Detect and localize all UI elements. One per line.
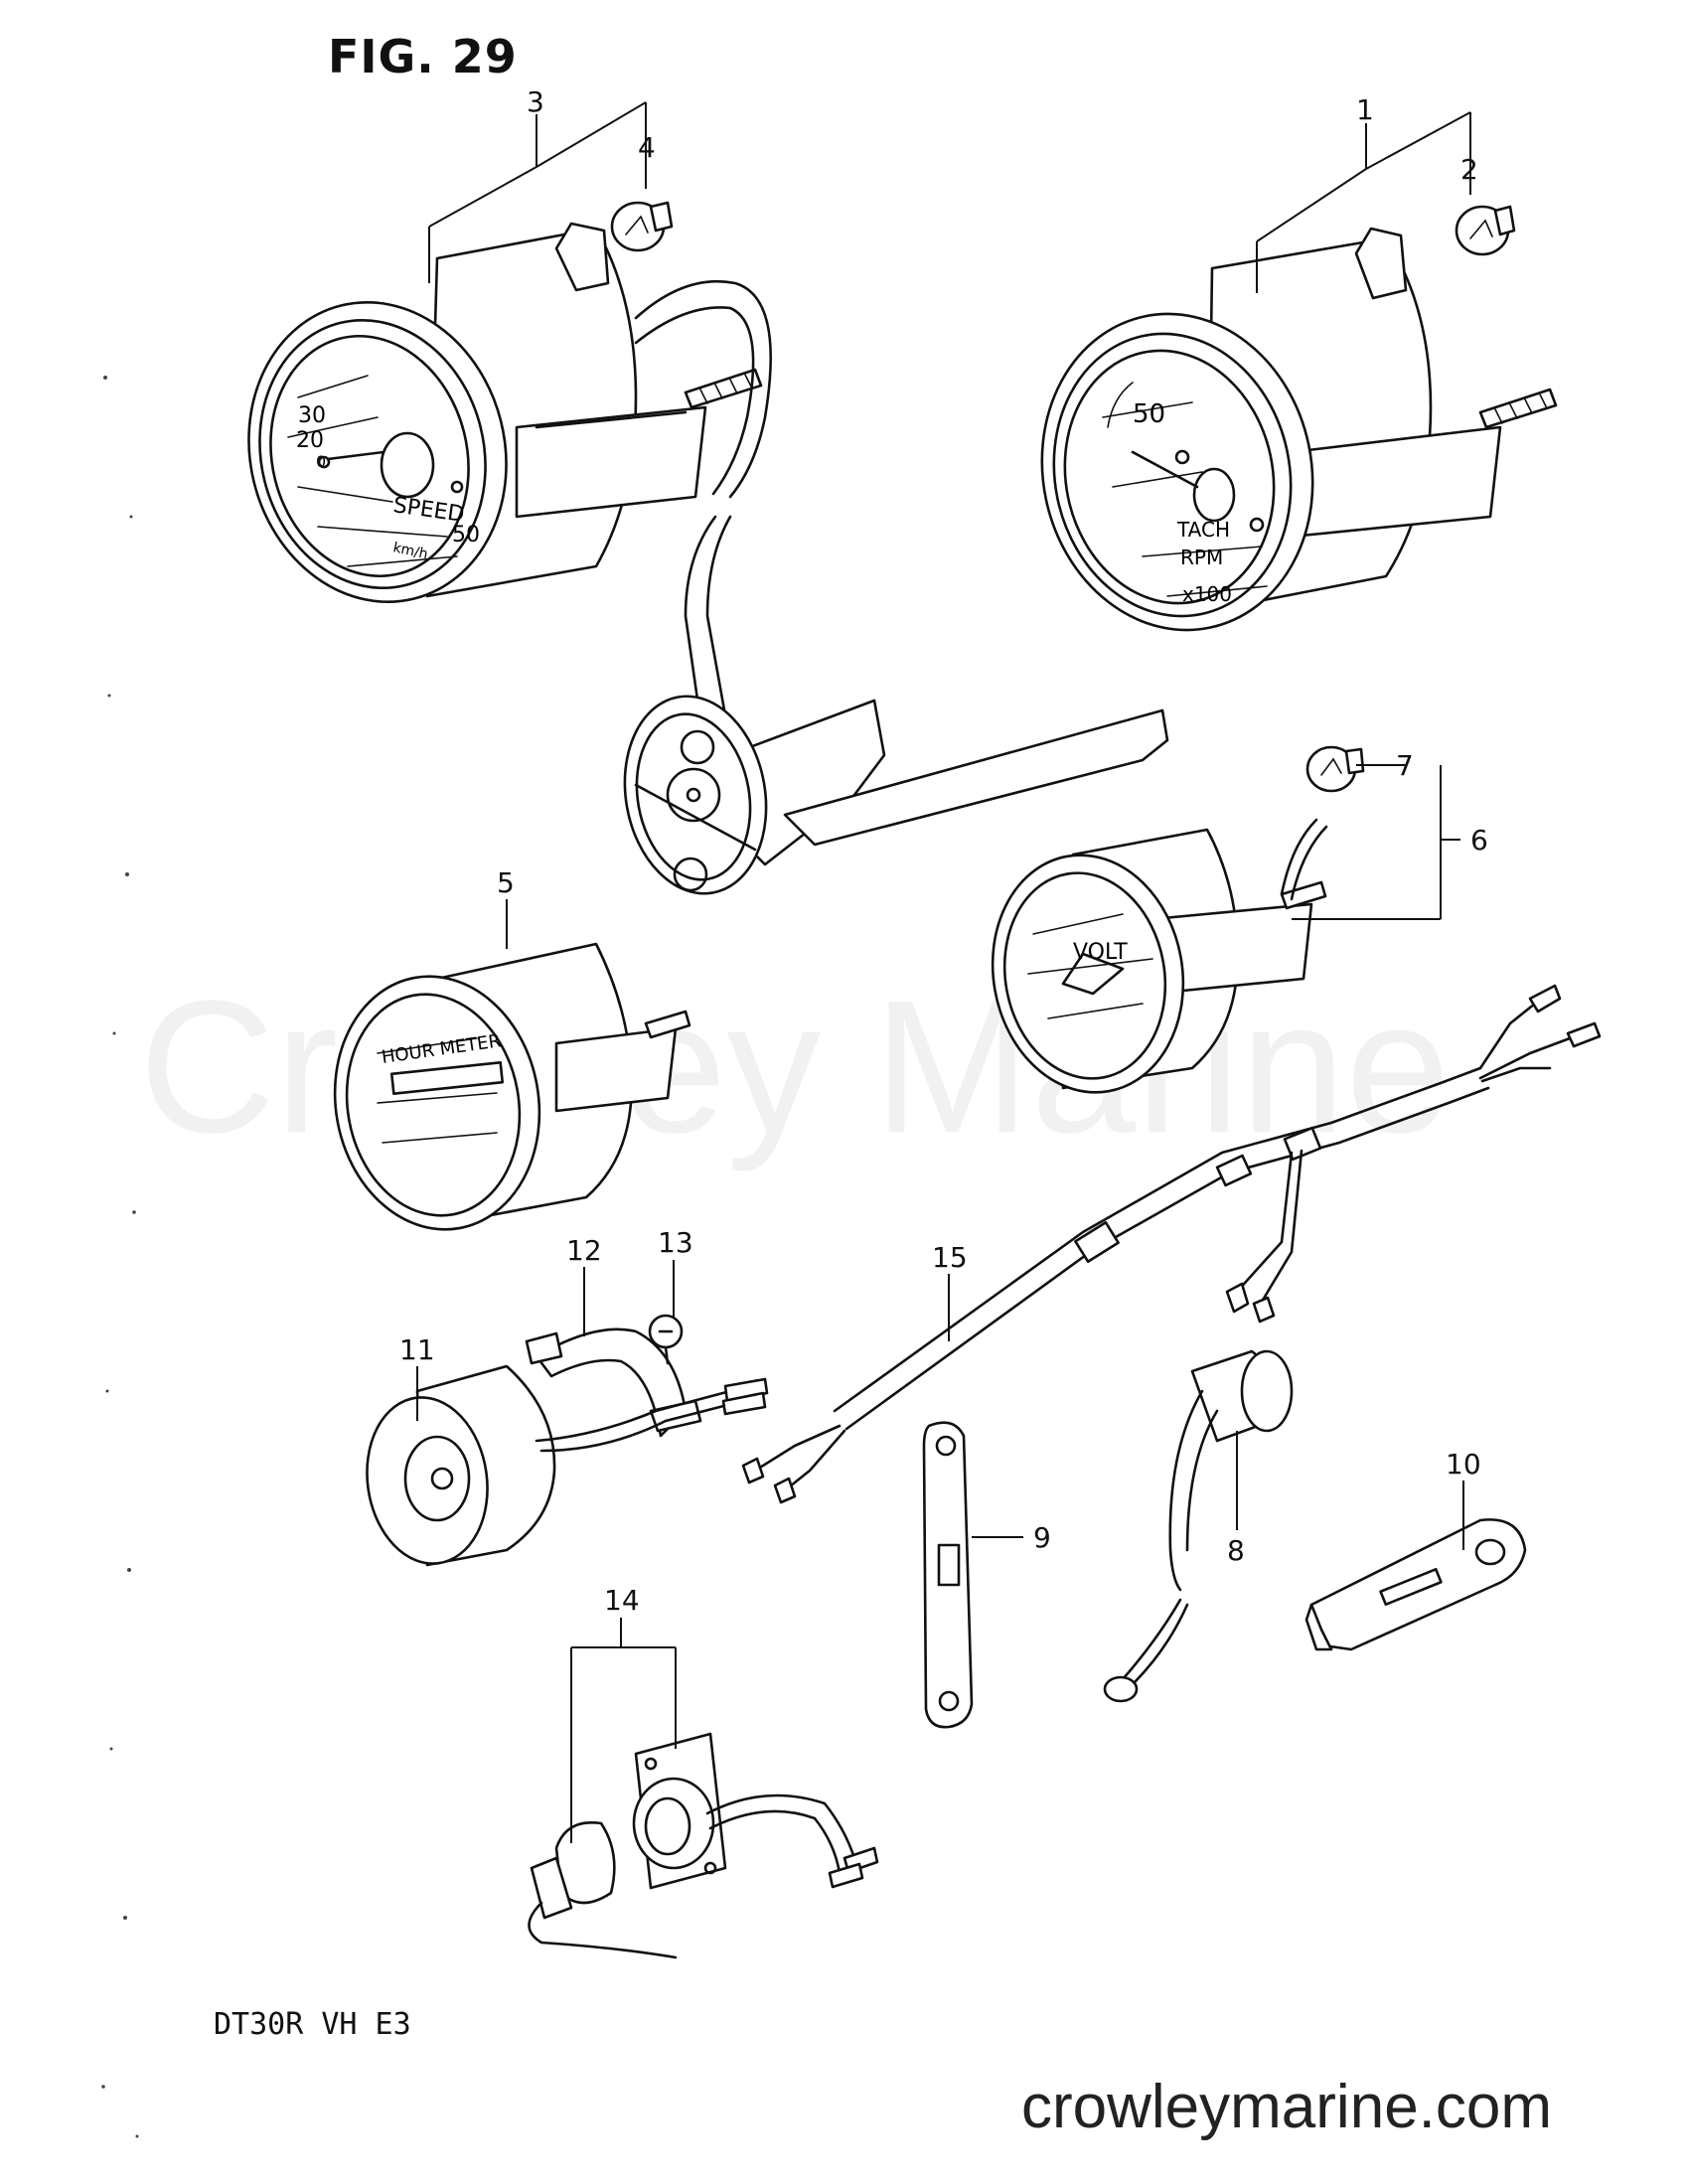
callout-8: 8 xyxy=(1227,1534,1245,1567)
speedo-mark-0: 0 xyxy=(316,452,326,471)
voltmeter-assembly: VOLT xyxy=(991,818,1328,1094)
bulb-4 xyxy=(610,201,674,252)
callout-13: 13 xyxy=(658,1226,693,1259)
figure-title: FIG. 29 xyxy=(328,30,518,83)
callout-10: 10 xyxy=(1446,1448,1481,1481)
website-footer: crowleymarine.com xyxy=(1021,2073,1553,2141)
speedo-mark-30: 30 xyxy=(298,403,326,428)
hour-meter-assembly: HOUR METER xyxy=(333,942,691,1231)
tach-mark: 50 xyxy=(1133,399,1165,429)
bulb-2 xyxy=(1455,205,1516,256)
key-switch xyxy=(528,1732,879,1959)
speedometer-assembly: 30 20 0 SPEED 50 km/h xyxy=(247,222,763,604)
bracket xyxy=(1304,1518,1527,1651)
leader-lines xyxy=(416,101,1471,1843)
callout-14: 14 xyxy=(604,1584,640,1617)
callout-15: 15 xyxy=(932,1241,968,1274)
plate xyxy=(922,1421,974,1729)
wiring-harness xyxy=(741,984,1602,1504)
pitot-pickup xyxy=(623,695,1169,895)
callout-4: 4 xyxy=(638,131,656,164)
callout-3: 3 xyxy=(527,85,544,118)
model-code: DT30R VH E3 xyxy=(214,2007,411,2042)
callout-7: 7 xyxy=(1396,749,1414,782)
callout-11: 11 xyxy=(399,1333,435,1366)
callout-12: 12 xyxy=(566,1234,602,1267)
speedo-mark-50: 50 xyxy=(452,523,480,547)
callout-6: 6 xyxy=(1470,824,1488,857)
speedo-unit: km/h xyxy=(391,540,429,562)
callout-9: 9 xyxy=(1033,1521,1051,1554)
buzzer xyxy=(1103,1349,1294,1703)
tachometer-assembly: 50 TACH RPM x100 xyxy=(1040,227,1558,632)
callout-5: 5 xyxy=(497,866,515,899)
speedo-mark-20: 20 xyxy=(296,428,324,453)
tach-rpm-label: RPM xyxy=(1180,546,1223,569)
scan-edge-noise xyxy=(101,376,139,2138)
volt-label: VOLT xyxy=(1073,940,1128,965)
callout-1: 1 xyxy=(1356,93,1374,126)
bulb-7 xyxy=(1305,745,1365,793)
callout-2: 2 xyxy=(1460,153,1478,186)
callout-labels: 1 2 3 4 5 6 7 8 9 10 11 12 13 14 15 xyxy=(399,85,1488,1617)
pitot-hose xyxy=(634,279,772,722)
switch-with-clamp xyxy=(366,1314,769,1567)
tach-label: TACH xyxy=(1176,518,1230,542)
tach-multiplier: x100 xyxy=(1182,582,1232,606)
